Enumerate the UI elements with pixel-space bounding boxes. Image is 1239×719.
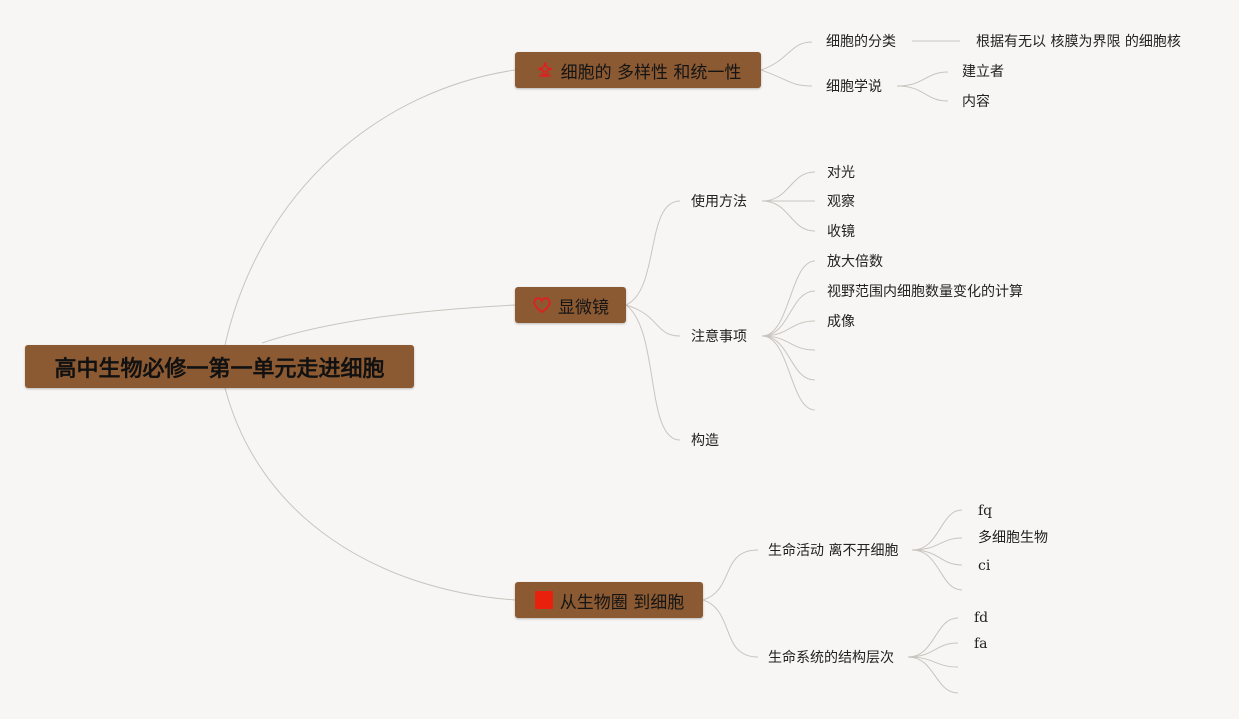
link-b2-c1 [702,599,759,658]
main-topic-cell-diversity[interactable]: 细胞的 多样性 和统一性 [515,52,761,88]
link-b2c0-l1 [911,537,963,551]
link-b0-c1 [760,69,813,87]
link-b2-c0 [702,549,759,601]
link-b1-c2 [625,304,681,441]
leaf-fq[interactable]: fq [978,503,993,519]
link-b2c0-l0 [911,509,963,551]
link-b2c1-l0 [907,617,959,658]
link-b1c1-l3 [761,335,816,351]
link-b0c1-l0 [896,71,949,87]
link-b1-c1 [625,304,681,337]
leaf-put-away[interactable]: 收镜 [827,224,855,240]
subtopic-life-activity[interactable]: 生命活动 离不开细胞 [768,543,899,559]
main-topic-microscope[interactable]: 显微镜 [515,287,626,323]
leaf-founders[interactable]: 建立者 [962,64,1004,80]
leaf-fd[interactable]: fd [974,610,989,626]
subtopic-precautions[interactable]: 注意事项 [691,329,747,345]
subtopic-usage[interactable]: 使用方法 [691,194,747,210]
leaf-content[interactable]: 内容 [962,94,990,110]
leaf-magnification[interactable]: 放大倍数 [827,254,883,270]
leaf-imaging[interactable]: 成像 [827,314,855,330]
square-icon [534,590,554,610]
link-b0-c0 [760,41,813,71]
main-topic-biosphere[interactable]: 从生物圈 到细胞 [515,582,703,618]
leaf-fa[interactable]: fa [974,636,988,652]
leaf-multicellular[interactable]: 多细胞生物 [978,530,1048,546]
leaf-observe[interactable]: 观察 [827,194,855,210]
link-b1-c0 [625,200,681,306]
root-topic-label: 高中生物必修一第一单元走进细胞 [54,356,385,382]
link-b1c1-l0 [761,260,816,337]
heart-icon [532,295,552,315]
link-b0c1-l1 [896,85,949,102]
link-b2c0-l2 [911,549,963,566]
main-topic-label: 从生物圈 到细胞 [559,592,685,613]
link-b2c1-l1 [907,642,959,658]
link-b1c1-l5 [761,335,816,411]
root-topic[interactable]: 高中生物必修一第一单元走进细胞 [25,345,414,388]
main-topic-label: 显微镜 [558,297,609,318]
subtopic-life-system-levels[interactable]: 生命系统的结构层次 [768,650,894,666]
main-topic-label: 细胞的 多样性 和统一性 [560,62,742,83]
subtopic-cell-theory[interactable]: 细胞学说 [826,79,882,95]
leaf-cell-count-calc[interactable]: 视野范围内细胞数量变化的计算 [827,284,1023,300]
link-b1c0-l2 [761,200,816,232]
link-b2c0-l3 [911,549,963,591]
flower-icon [535,60,555,80]
link-b2c1-l3 [907,656,959,694]
link-root-b1 [261,304,516,344]
link-b1c1-l1 [761,290,816,337]
link-root-b2 [224,387,516,601]
leaf-nuclear-membrane[interactable]: 根据有无以 核膜为界限 的细胞核 [976,34,1181,50]
leaf-light-alignment[interactable]: 对光 [827,165,855,181]
link-b1c1-l4 [761,335,816,381]
subtopic-structure[interactable]: 构造 [691,433,719,449]
link-b1c1-l2 [761,320,816,337]
link-root-b0 [224,69,516,346]
subtopic-cell-classification[interactable]: 细胞的分类 [826,34,896,50]
leaf-ci[interactable]: ci [978,558,991,574]
link-b1c0-l0 [761,171,816,202]
